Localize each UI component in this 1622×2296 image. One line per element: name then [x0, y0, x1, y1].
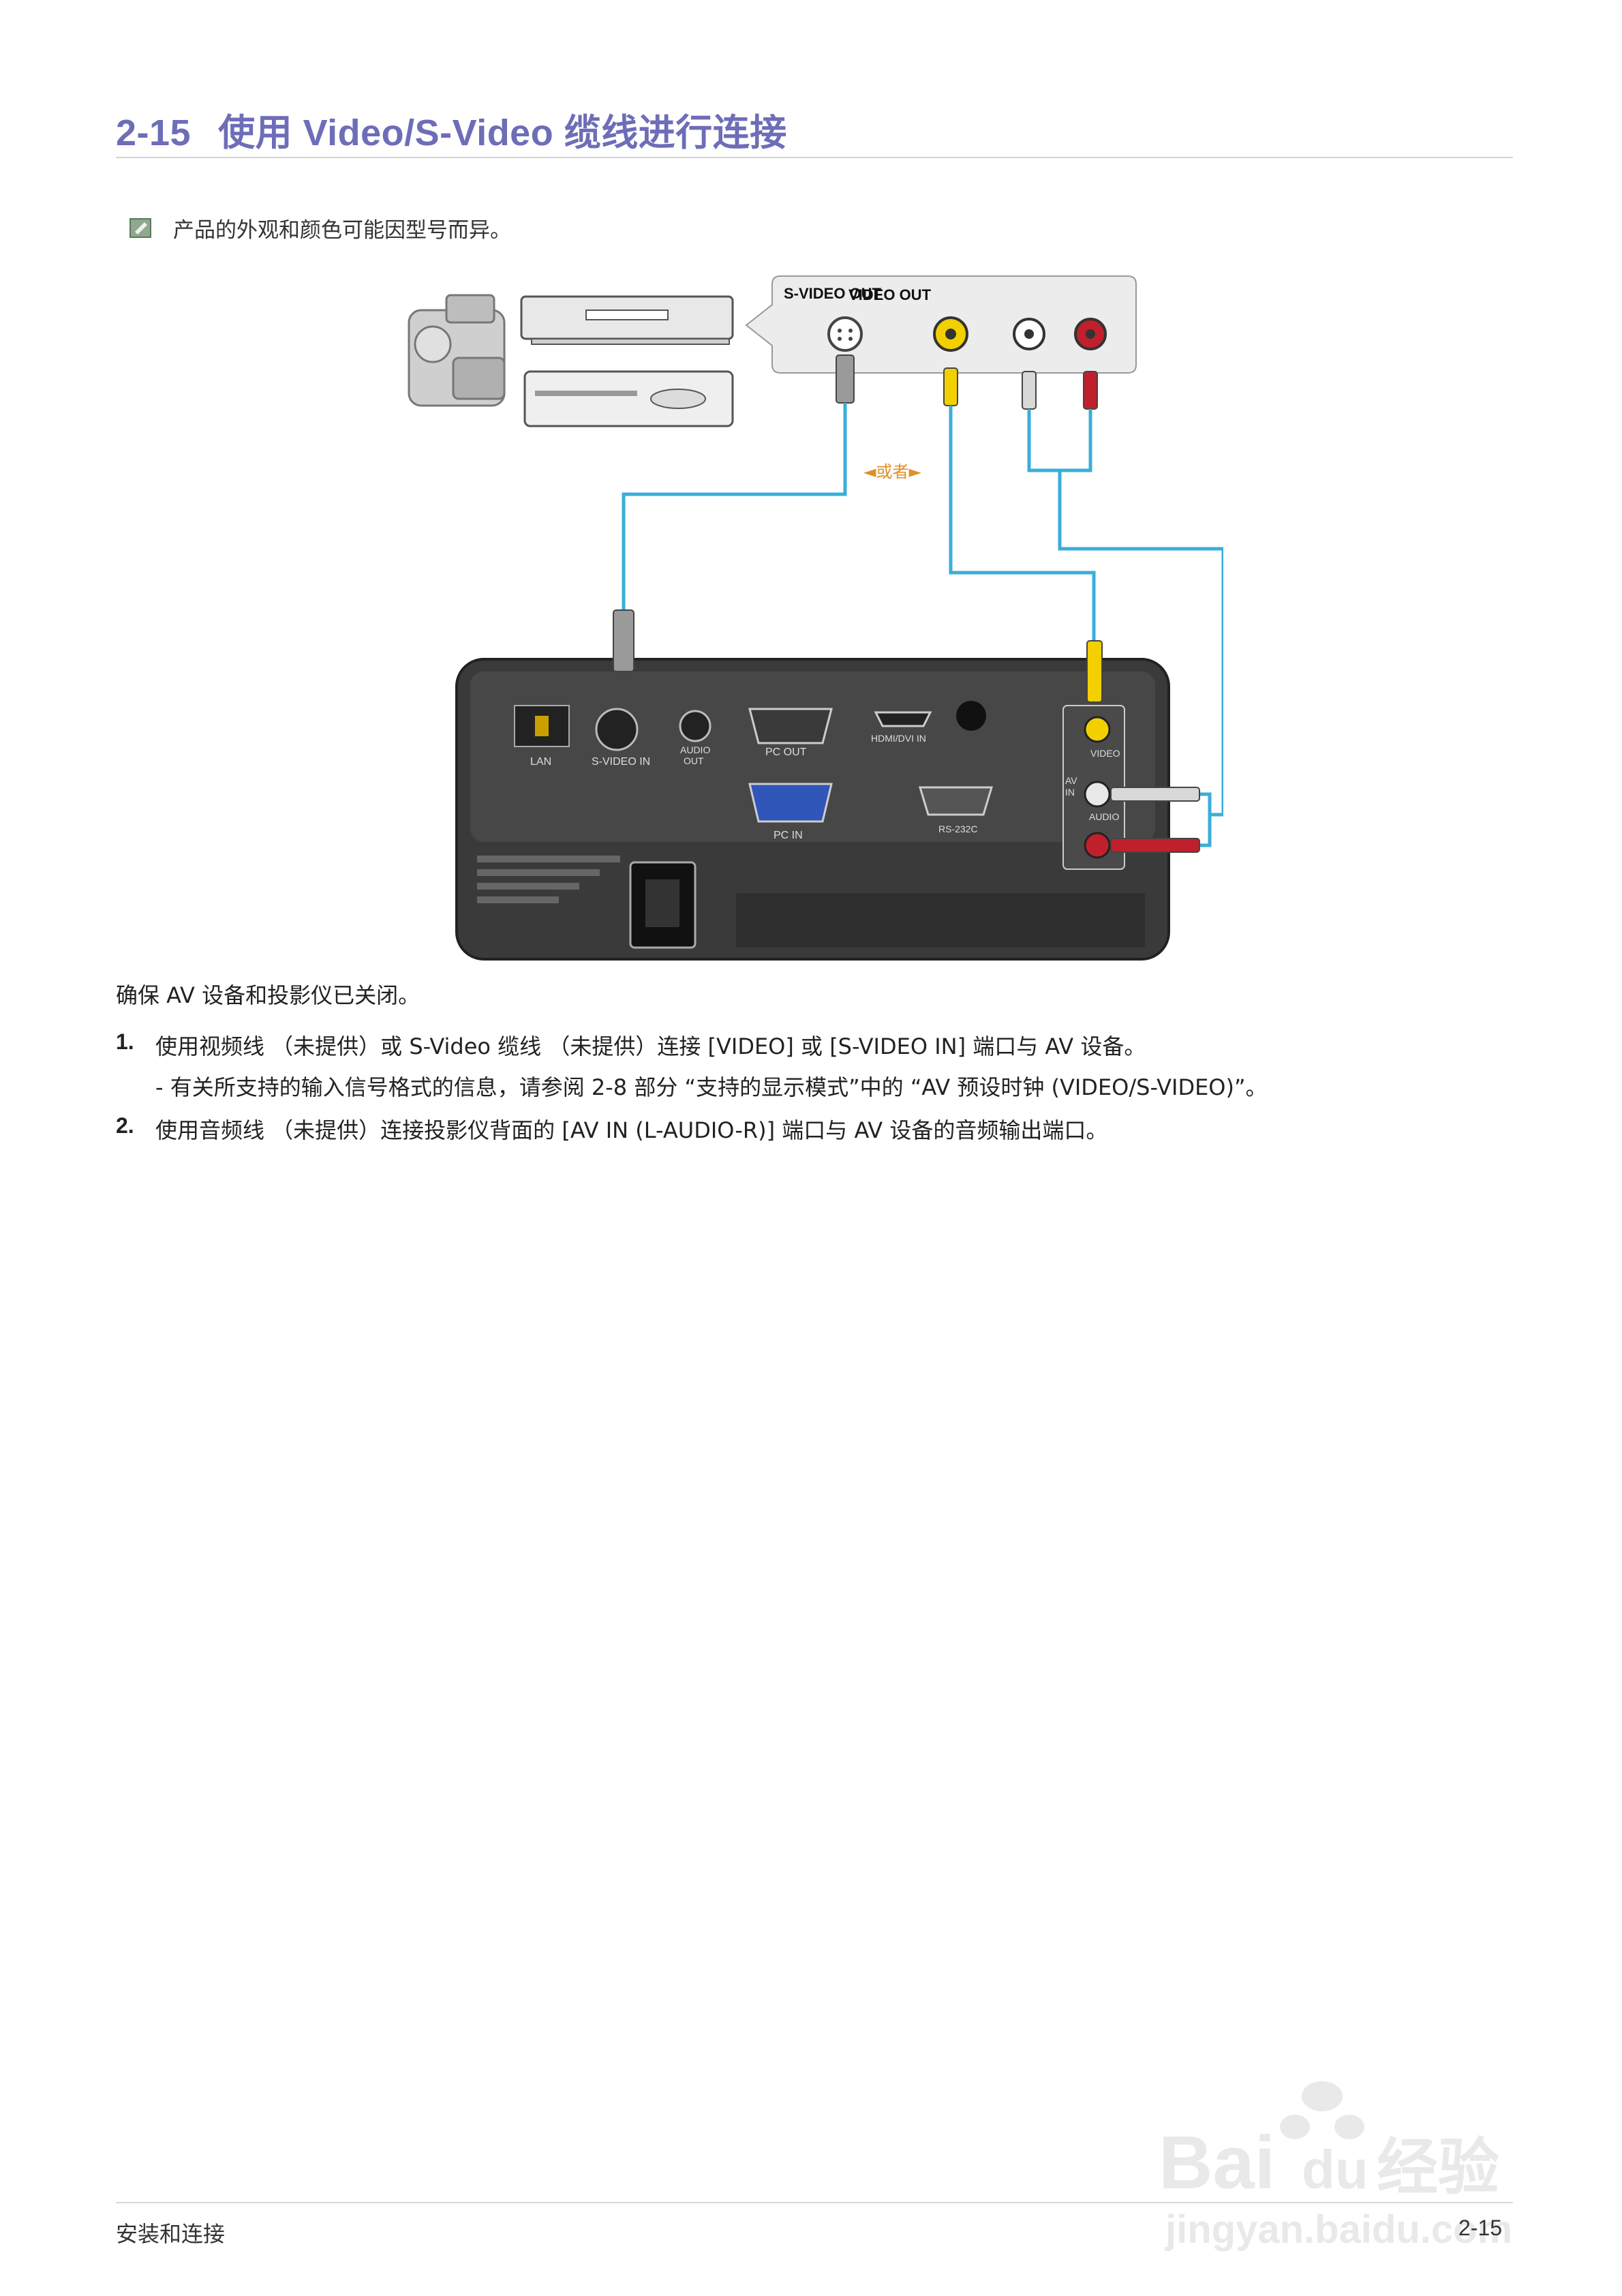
projector-rear-panel: LAN S-VIDEO IN AUDIO OUT PC OUT HDMI/DVI…: [455, 658, 1170, 961]
pc-out-port: [748, 708, 833, 744]
pc-in-label: PC IN: [774, 830, 803, 841]
camcorder-illustration: [408, 294, 506, 407]
audio-out-port: [679, 710, 711, 742]
hdmi-label: HDMI/DVI IN: [871, 733, 926, 744]
pc-in-port: [748, 783, 833, 823]
bottom-plugs: [613, 609, 1200, 853]
page-number: 2-15: [1458, 2216, 1503, 2240]
cables: [622, 403, 1223, 847]
step-1-number: 1.: [116, 1029, 134, 1054]
watermark-brand2: du: [1302, 2139, 1368, 2200]
watermark-url: jingyan.baidu.com: [1165, 2207, 1512, 2252]
footer-divider: [116, 2202, 1513, 2203]
section-title: 使用 Video/S-Video 缆线进行连接: [218, 112, 787, 153]
hdmi-port: [874, 711, 932, 727]
footer-chapter: 安装和连接: [116, 2221, 226, 2247]
av-in-label-2: IN: [1065, 787, 1075, 798]
s-video-out-label: S-VIDEO OUT: [784, 285, 882, 302]
audio-in-label: AUDIO: [1089, 811, 1119, 822]
step-1-subnote: - 有关所支持的输入信号格式的信息，请参阅 2-8 部分 “支持的显示模式”中的…: [155, 1074, 1268, 1100]
video-in-port: [1084, 716, 1111, 743]
av-in-label-1: AV: [1065, 775, 1077, 786]
audio-out-label-1: AUDIO: [680, 744, 710, 755]
top-plugs: [836, 354, 1098, 410]
vcr-illustration: [523, 370, 734, 427]
section-number: 2-15: [116, 112, 192, 153]
note: 产品的外观和颜色可能因型号而异。: [129, 213, 511, 243]
security-slot: [956, 701, 986, 731]
note-text: 产品的外观和颜色可能因型号而异。: [173, 218, 511, 243]
connection-diagram: S-VIDEO OUT VIDEO OUT ◄或者► LAN: [408, 275, 1223, 961]
step-2-text: 使用音频线 （未提供）连接投影仪背面的 [AV IN (L-AUDIO-R)] …: [155, 1117, 1108, 1143]
s-video-out-port: [827, 316, 863, 352]
video-out-label: VIDEO OUT: [848, 286, 932, 303]
s-video-in-port: [595, 708, 639, 751]
note-icon: [129, 217, 151, 238]
watermark-cn: 经验: [1377, 2132, 1499, 2203]
s-video-in-label: S-VIDEO IN: [592, 756, 650, 768]
lan-label: LAN: [530, 756, 551, 768]
audio-l-in-port: [1084, 781, 1111, 808]
rs232c-label: RS-232C: [938, 824, 978, 834]
page-title: 2-15 使用 Video/S-Video 缆线进行连接: [116, 102, 787, 156]
vent-grille: [736, 893, 1145, 948]
av-output-panel: S-VIDEO OUT VIDEO OUT: [745, 275, 1137, 374]
step-1-text: 使用视频线 （未提供）或 S-Video 缆线 （未提供）连接 [VIDEO] …: [155, 1033, 1146, 1059]
watermark-brand: Bai: [1159, 2121, 1275, 2205]
rs232c-port: [918, 786, 994, 816]
step-2-number: 2.: [116, 1113, 134, 1138]
audio-r-in-port: [1084, 832, 1111, 859]
audio-out-label-2: OUT: [684, 755, 704, 766]
pc-out-label: PC OUT: [765, 746, 807, 758]
video-in-label: VIDEO: [1090, 748, 1120, 759]
baidu-watermark: Bai du 经验 jingyan.baidu.com: [1159, 2081, 1512, 2252]
title-divider: [116, 157, 1513, 158]
intro-text: 确保 AV 设备和投影仪已关闭。: [116, 982, 420, 1008]
or-label: ◄或者►: [863, 462, 921, 481]
dvd-player-illustration: [520, 295, 734, 345]
